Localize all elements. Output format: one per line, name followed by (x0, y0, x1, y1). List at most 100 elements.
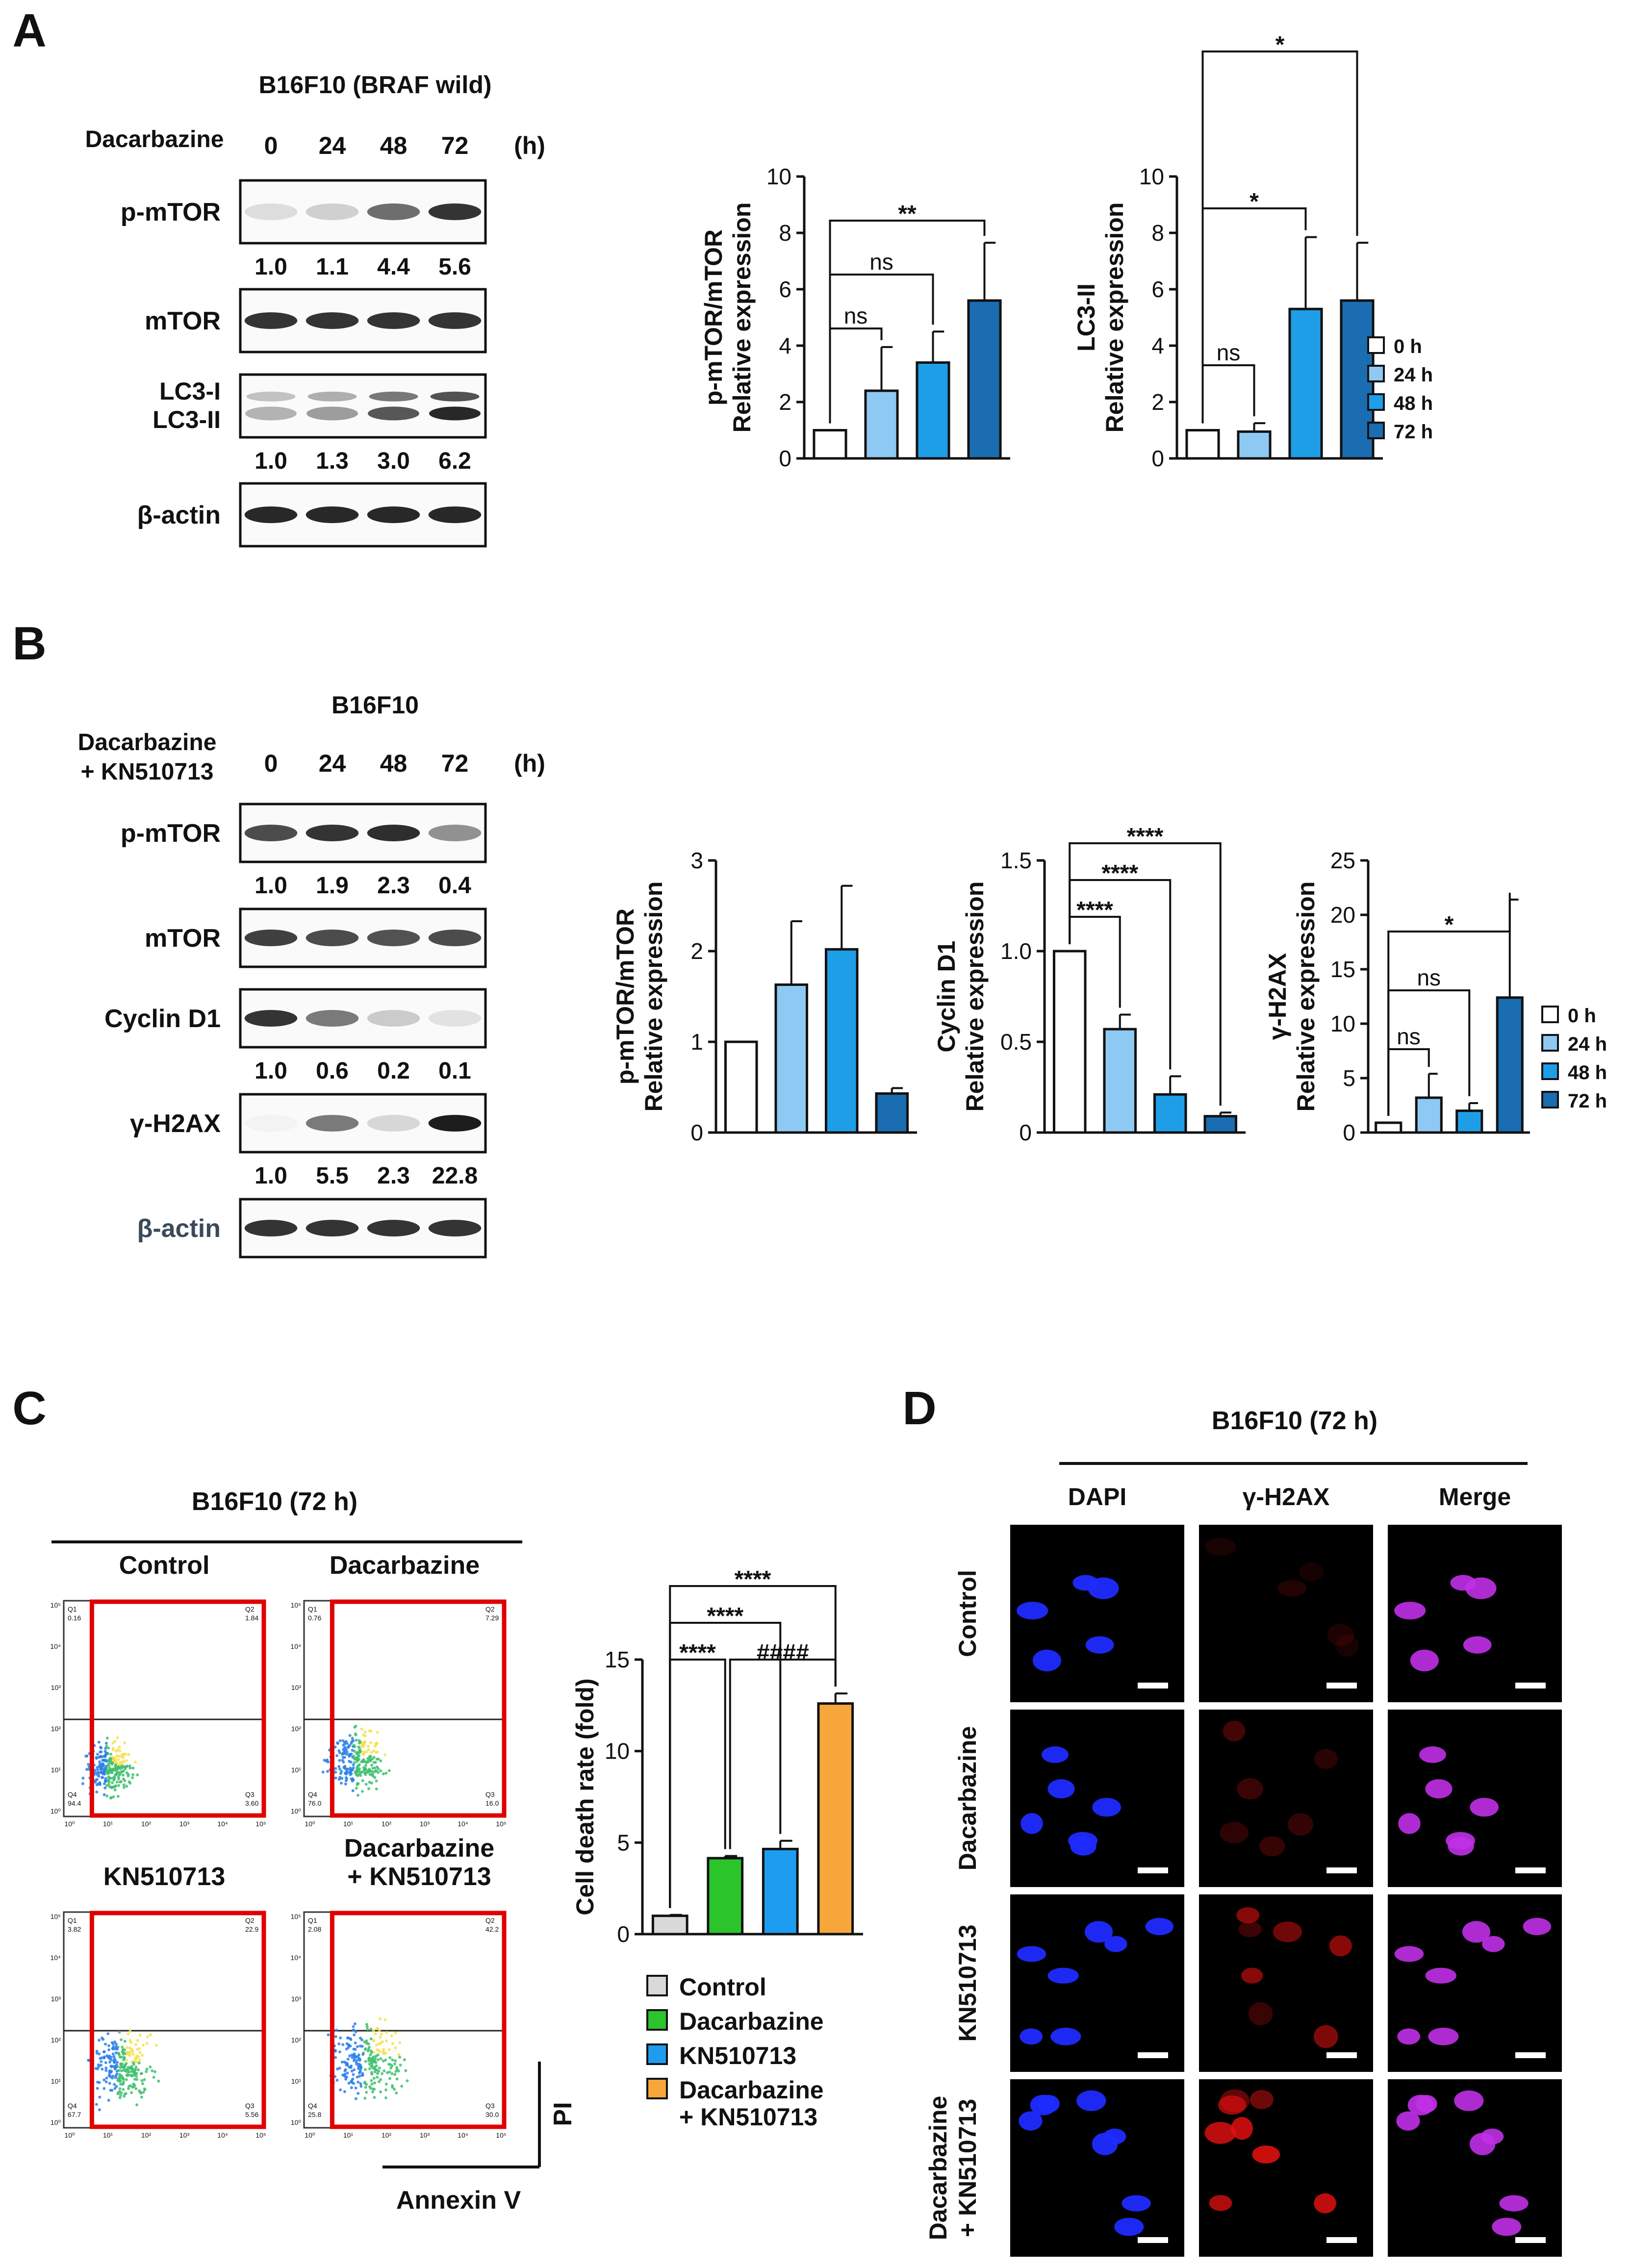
flow-event (358, 1767, 361, 1770)
flow-event (106, 1771, 110, 1775)
quadrant-value: 3.82 (68, 1925, 81, 1933)
significance-label: * (1250, 189, 1259, 215)
if-image (1388, 1894, 1562, 2072)
flow-event (102, 2087, 106, 2090)
band-value: 2.3 (377, 1163, 410, 1189)
flow-event (361, 1733, 365, 1737)
flow-event (351, 1777, 355, 1781)
flow-event (356, 1774, 359, 1777)
if-image (1199, 1525, 1373, 1702)
flow-event (368, 1755, 372, 1758)
nucleus (1462, 1921, 1491, 1943)
y-axis-label: Relative expression (1292, 882, 1320, 1112)
y-tick-label: 10² (51, 1725, 61, 1733)
flow-event (369, 2049, 373, 2053)
flow-event (134, 2066, 138, 2069)
flow-event (367, 1787, 371, 1790)
band-value: 1.0 (255, 873, 287, 899)
flow-event (384, 2096, 387, 2099)
flow-event (357, 1754, 361, 1758)
flow-event (339, 2036, 342, 2040)
flow-event (377, 1757, 380, 1761)
flow-event (136, 1773, 139, 1777)
flow-event (113, 2047, 117, 2051)
nucleus (1397, 2028, 1421, 2045)
flow-event (356, 1793, 359, 1797)
legend-swatch (646, 1975, 668, 1996)
pi-axis-label: PI (549, 2102, 577, 2126)
nucleus (1241, 1967, 1263, 1984)
quadrant-value: 5.56 (245, 2111, 258, 2118)
legend-label: 72 h (1394, 421, 1433, 443)
band (244, 930, 298, 946)
flow-event (115, 2042, 118, 2046)
flow-event (393, 2073, 397, 2076)
flow-event (118, 2087, 122, 2091)
flow-event (351, 2056, 354, 2059)
annexin-gate (330, 1599, 507, 1818)
scale-bar (1138, 1683, 1168, 1688)
flow-event (353, 1743, 356, 1747)
x-tick-label: 10⁵ (496, 1820, 506, 1828)
flow-event (384, 1771, 388, 1775)
nucleus (1114, 2218, 1144, 2236)
flow-event (122, 1783, 126, 1787)
nucleus (1209, 2195, 1232, 2211)
flow-event (122, 1760, 125, 1764)
flow-event (142, 2091, 145, 2094)
flow-event (377, 2080, 381, 2084)
flow-event (379, 2057, 382, 2061)
flow-event (327, 2033, 330, 2037)
flow-event (347, 1745, 350, 1749)
flow-event (349, 2038, 353, 2041)
panel-letter-b: B (12, 617, 46, 670)
flow-event (104, 1741, 108, 1745)
band (306, 312, 359, 329)
quadrant-value: 25.8 (308, 2111, 321, 2118)
flow-event (347, 2082, 351, 2085)
flow-event (133, 2056, 137, 2060)
flow-event (357, 2092, 360, 2095)
y-tick-label: 10⁴ (50, 1642, 61, 1650)
flow-event (338, 2050, 341, 2054)
if-row-label: + KN510713 (954, 2099, 981, 2237)
flow-event (352, 1754, 356, 1758)
flow-event (379, 1759, 382, 1763)
flow-event (369, 2087, 372, 2090)
flow-plot-title: Dacarbazine (330, 1551, 480, 1580)
y-tick-label: 10² (291, 1725, 302, 1733)
band (245, 1115, 298, 1132)
flow-event (360, 1745, 363, 1748)
band (367, 312, 420, 329)
flow-event (343, 1766, 346, 1770)
flow-event (357, 2053, 360, 2057)
nucleus (1122, 2195, 1151, 2212)
nucleus (1314, 1749, 1338, 1769)
y-axis-label: γ-H2AX (1264, 953, 1291, 1040)
quadrant-id: Q2 (245, 1605, 255, 1613)
flow-event (361, 1779, 364, 1782)
flow-plot-title: Control (119, 1551, 210, 1580)
flow-event (129, 2084, 132, 2088)
nucleus (1017, 1601, 1048, 1620)
flow-event (131, 1773, 135, 1776)
flow-event (382, 2069, 386, 2072)
flow-event (110, 2041, 114, 2044)
flow-plot-1: DacarbazineQ10.76Q27.29Q316.0Q476.010⁰10… (290, 1551, 506, 1828)
y-tick-label: 10³ (51, 1684, 61, 1691)
y-tick-label: 10⁰ (51, 1807, 61, 1815)
flow-event (345, 1753, 349, 1756)
flow-event (366, 1744, 370, 1748)
y-axis-label: Relative expression (728, 202, 756, 433)
flow-event (326, 1758, 329, 1762)
flow-event (377, 1767, 380, 1771)
bar (1153, 1093, 1187, 1134)
y-tick-label: 10² (51, 2036, 61, 2044)
y-tick-label: 10⁰ (291, 1807, 302, 1815)
flow-event (84, 1755, 88, 1758)
flow-event (387, 1769, 391, 1772)
flow-event (358, 2058, 361, 2061)
flow-event (138, 2058, 141, 2062)
time-label: 24 (319, 132, 346, 159)
